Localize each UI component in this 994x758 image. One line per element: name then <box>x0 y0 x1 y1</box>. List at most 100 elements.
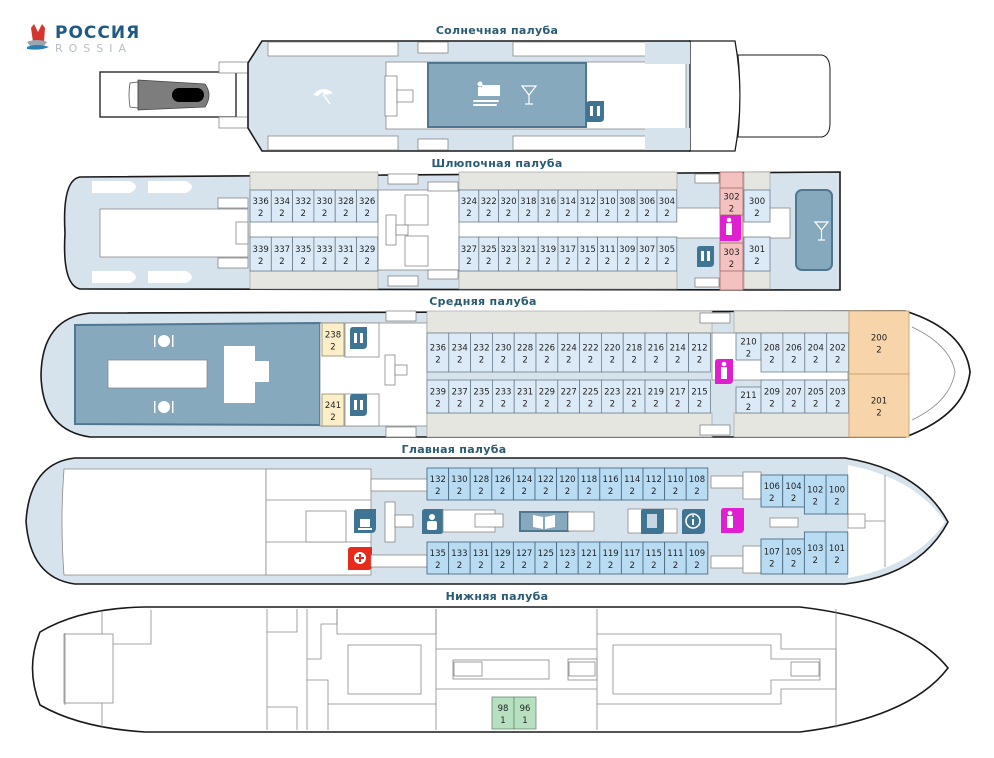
cabin-box[interactable] <box>685 541 709 575</box>
cabin-box[interactable] <box>825 531 849 575</box>
deck-title-sun[interactable]: Солнечная палуба <box>436 24 558 37</box>
accessible-restroom-icon[interactable] <box>715 359 733 384</box>
library-icon[interactable] <box>533 515 555 529</box>
cabin-box[interactable] <box>656 236 678 272</box>
deck-title-middle[interactable]: Средняя палуба <box>429 295 536 308</box>
cabin-box[interactable] <box>743 236 771 272</box>
cabin-box[interactable] <box>848 310 910 375</box>
cabin-box[interactable] <box>825 474 849 515</box>
cafe-icon[interactable] <box>354 509 376 533</box>
cabin-box[interactable] <box>656 189 678 223</box>
cabin-box[interactable] <box>688 379 711 414</box>
cabin-box[interactable] <box>743 189 771 223</box>
deck-title-boat[interactable]: Шлюпочная палуба <box>431 157 562 170</box>
cabin-96[interactable]: 961 <box>513 696 537 730</box>
cabin-box[interactable] <box>719 242 744 272</box>
cabin-box[interactable] <box>321 322 345 357</box>
cabin-box[interactable] <box>735 386 762 414</box>
restroom-icon[interactable] <box>350 327 367 349</box>
cabin-box[interactable] <box>688 332 711 373</box>
cabin-box[interactable] <box>356 236 379 272</box>
restroom-icon[interactable] <box>350 394 367 416</box>
deck-title-main[interactable]: Главная палуба <box>402 443 507 456</box>
accessible-restroom-icon[interactable] <box>721 508 744 533</box>
info-icon[interactable] <box>682 509 705 534</box>
documents-icon[interactable] <box>641 509 664 534</box>
